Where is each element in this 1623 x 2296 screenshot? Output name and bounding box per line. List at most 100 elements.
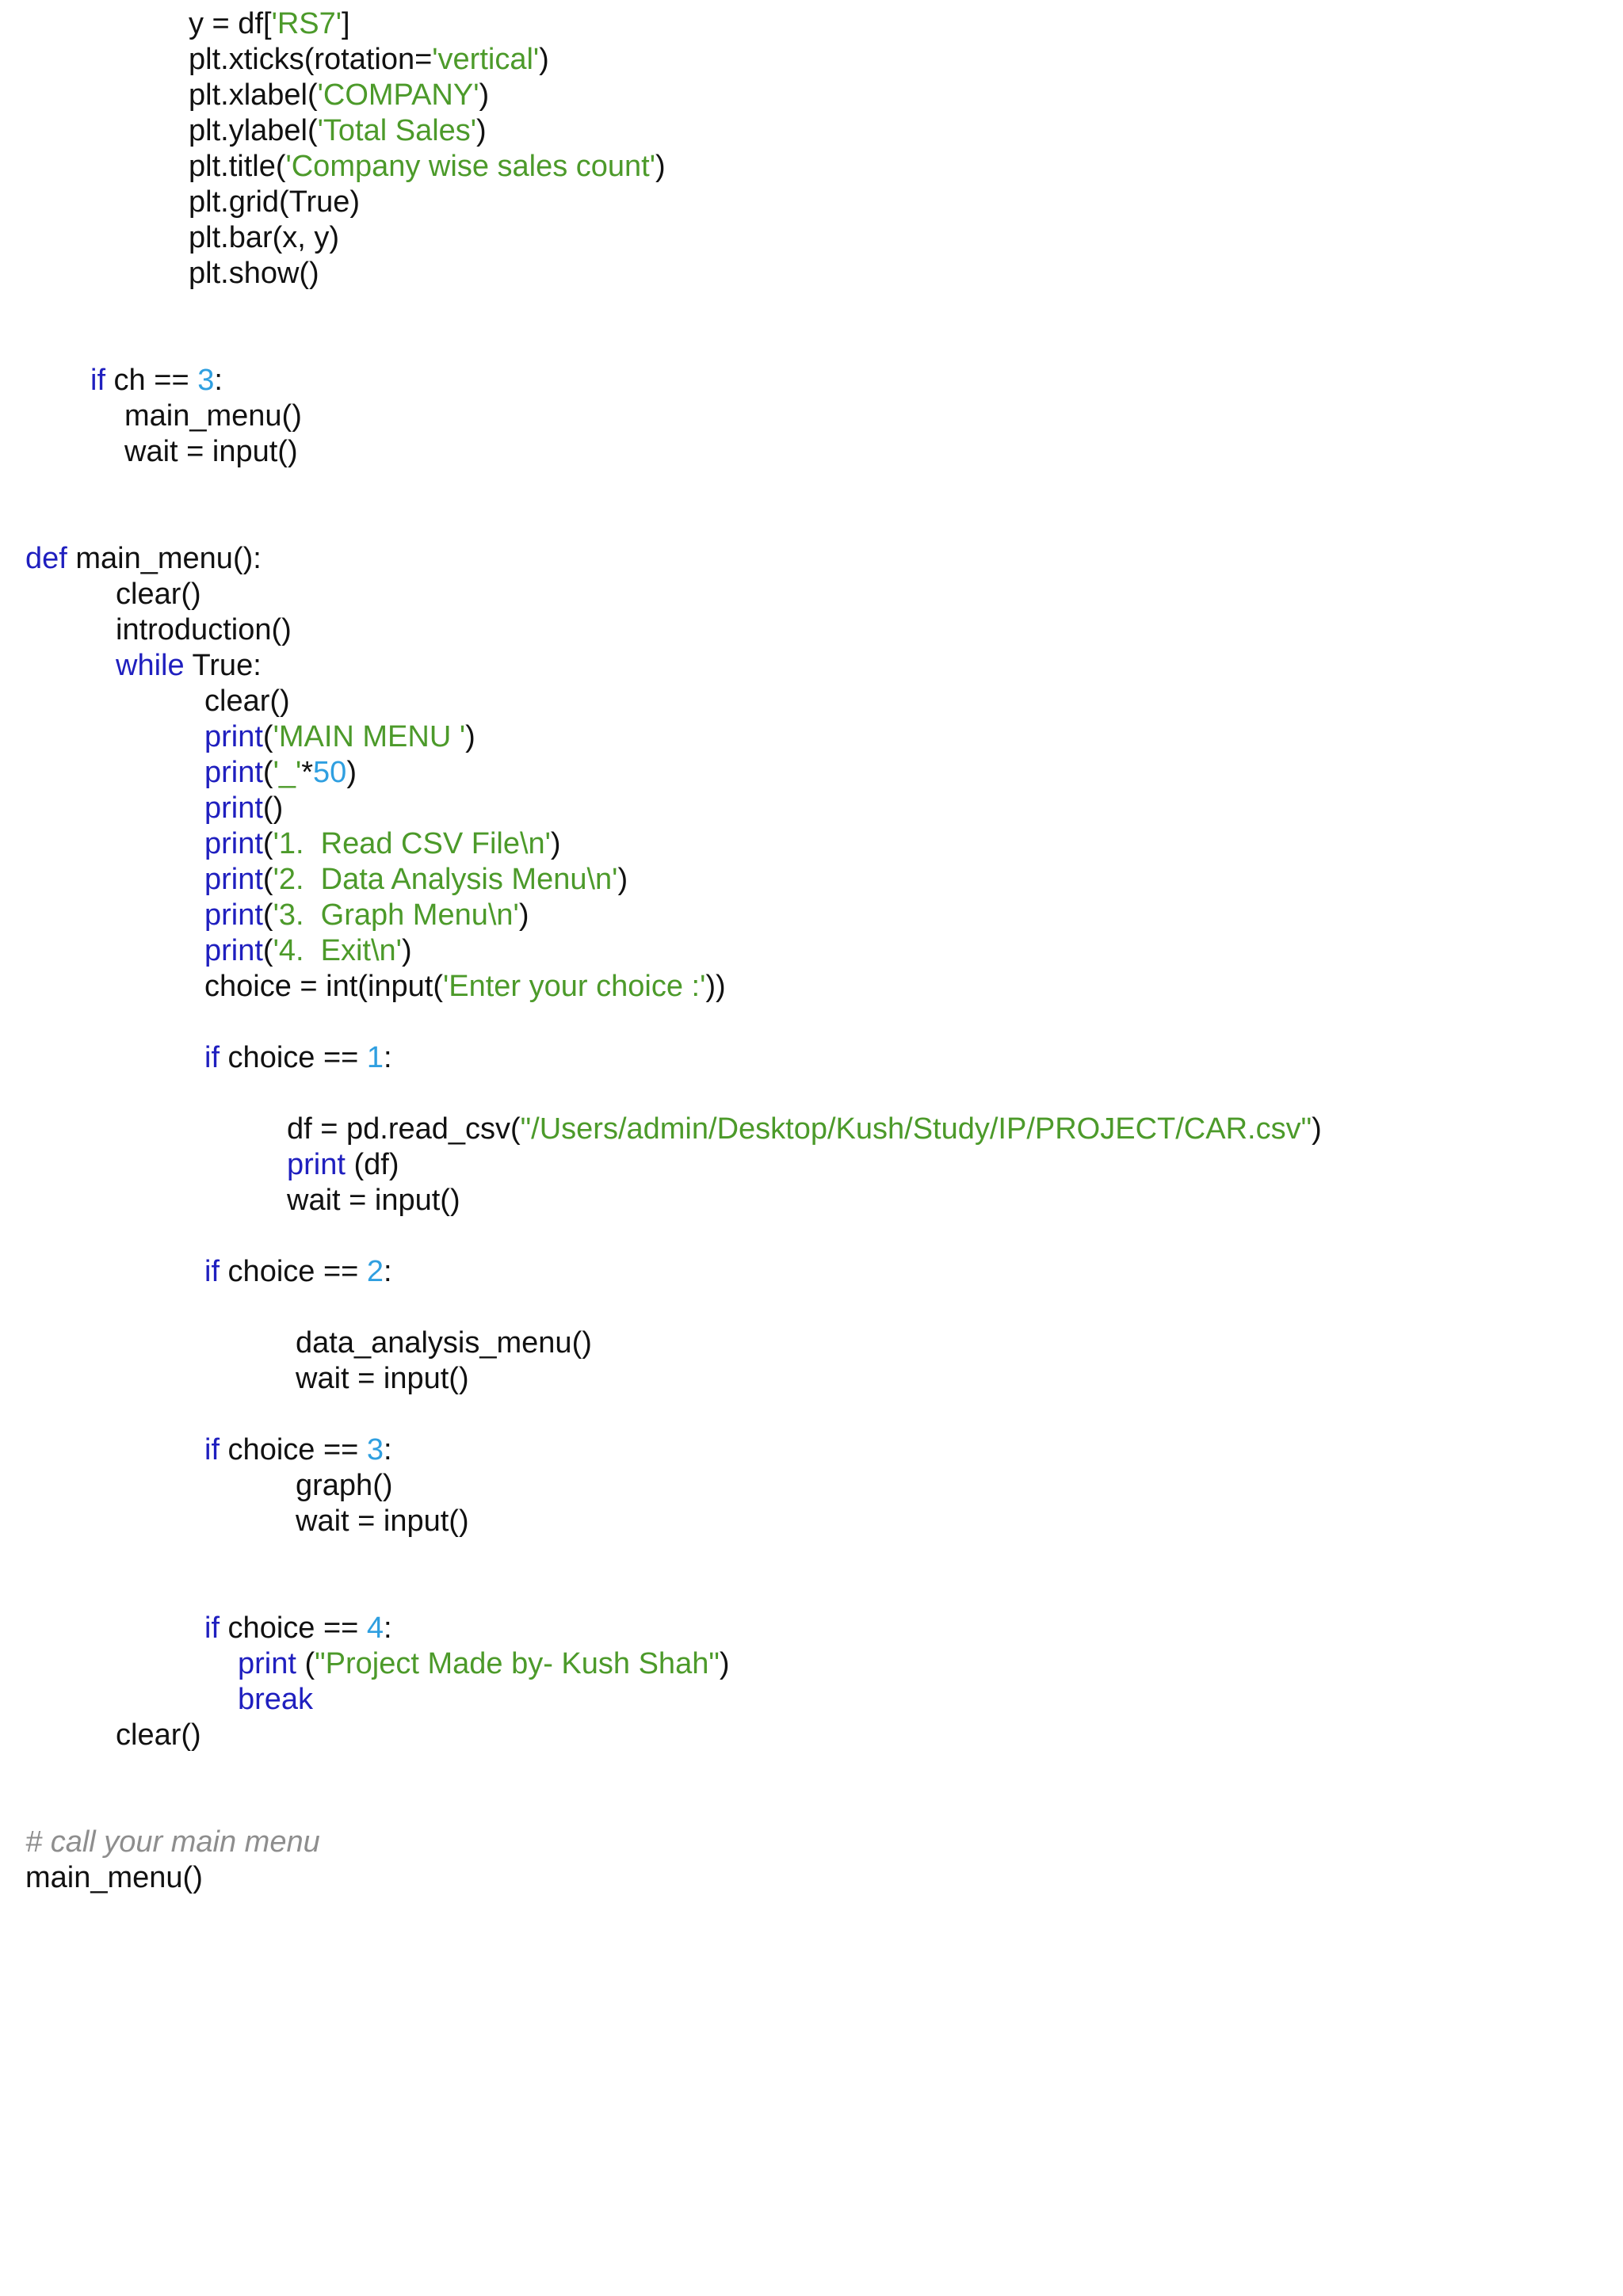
- blank-line: [0, 1219, 1623, 1254]
- code-line: y = df['RS7']: [0, 6, 1623, 42]
- code-token: print: [204, 934, 263, 967]
- code-token: "/Users/admin/Desktop/Kush/Study/IP/PROJ…: [520, 1112, 1312, 1146]
- code-token: ch ==: [105, 364, 198, 397]
- code-line: plt.xlabel('COMPANY'): [0, 78, 1623, 113]
- code-token: (df): [345, 1148, 399, 1181]
- code-token: (: [262, 756, 273, 789]
- code-token: wait = input(): [124, 435, 298, 468]
- code-line: plt.xticks(rotation='vertical'): [0, 42, 1623, 78]
- code-token: '4. Exit\n': [273, 934, 402, 967]
- code-token: )): [705, 970, 726, 1003]
- code-line: if choice == 4:: [0, 1611, 1623, 1646]
- code-token: :: [384, 1433, 392, 1466]
- code-token: def: [25, 542, 67, 575]
- code-token: 3: [366, 1433, 384, 1466]
- code-token: plt.show(): [189, 257, 319, 290]
- code-line: wait = input(): [0, 1361, 1623, 1397]
- code-token: "Project Made by- Kush Shah": [315, 1647, 720, 1680]
- code-token: (: [262, 898, 273, 932]
- code-line: if ch == 3:: [0, 363, 1623, 399]
- code-token: (: [262, 934, 273, 967]
- code-token: ): [518, 898, 529, 932]
- code-token: plt.grid(True): [189, 185, 361, 219]
- code-line: wait = input(): [0, 1504, 1623, 1539]
- code-line: print (df): [0, 1147, 1623, 1183]
- code-token: '_': [273, 756, 302, 789]
- code-token: :: [384, 1611, 392, 1645]
- code-token: ): [550, 827, 561, 860]
- code-token: wait = input(): [296, 1505, 469, 1538]
- code-token: ): [476, 114, 487, 147]
- code-token: 4: [366, 1611, 384, 1645]
- code-token: plt.xticks(rotation=: [189, 43, 433, 76]
- code-line: if choice == 2:: [0, 1254, 1623, 1290]
- code-token: wait = input(): [296, 1362, 469, 1395]
- code-token: 'Company wise sales count': [285, 150, 655, 183]
- code-token: 'COMPANY': [317, 78, 479, 112]
- code-token: 1: [366, 1041, 384, 1074]
- code-token: ): [655, 150, 666, 183]
- code-token: '2. Data Analysis Menu\n': [273, 863, 618, 896]
- code-token: main_menu(): [124, 399, 302, 433]
- blank-line: [0, 1789, 1623, 1825]
- code-line: if choice == 1:: [0, 1040, 1623, 1076]
- code-token: main_menu(): [25, 1861, 203, 1894]
- code-line: graph(): [0, 1468, 1623, 1504]
- code-line: print('MAIN MENU '): [0, 719, 1623, 755]
- code-token: while: [116, 649, 185, 682]
- code-token: ): [346, 756, 357, 789]
- code-token: 'MAIN MENU ': [273, 720, 466, 753]
- blank-line: [0, 1397, 1623, 1432]
- code-line: print('3. Graph Menu\n'): [0, 898, 1623, 933]
- code-line: wait = input(): [0, 1183, 1623, 1219]
- code-token: print: [287, 1148, 346, 1181]
- code-token: ): [401, 934, 412, 967]
- code-line: main_menu(): [0, 1860, 1623, 1896]
- code-line: main_menu(): [0, 399, 1623, 434]
- code-token: 'vertical': [432, 43, 540, 76]
- code-token: plt.bar(x, y): [189, 221, 340, 254]
- code-token: 3: [197, 364, 215, 397]
- code-token: main_menu():: [67, 542, 262, 575]
- code-line: clear(): [0, 577, 1623, 612]
- code-token: if: [204, 1041, 220, 1074]
- code-line: print('4. Exit\n'): [0, 933, 1623, 969]
- code-token: :: [214, 364, 223, 397]
- code-token: 2: [366, 1255, 384, 1288]
- code-token: print: [238, 1647, 296, 1680]
- blank-line: [0, 1076, 1623, 1112]
- code-line: plt.ylabel('Total Sales'): [0, 113, 1623, 149]
- code-token: plt.ylabel(: [189, 114, 318, 147]
- code-token: print: [204, 720, 263, 753]
- code-token: choice = int(input(: [204, 970, 443, 1003]
- code-token: clear(): [116, 1718, 201, 1752]
- code-token: introduction(): [116, 613, 292, 646]
- code-token: if: [204, 1255, 220, 1288]
- blank-line: [0, 1290, 1623, 1325]
- code-line: if choice == 3:: [0, 1432, 1623, 1468]
- code-token: data_analysis_menu(): [296, 1326, 592, 1360]
- code-listing: y = df['RS7']plt.xticks(rotation='vertic…: [0, 6, 1623, 1896]
- code-token: if: [90, 364, 105, 397]
- code-line: # call your main menu: [0, 1825, 1623, 1860]
- code-token: (: [296, 1647, 315, 1680]
- code-token: clear(): [204, 685, 290, 718]
- code-token: :: [384, 1255, 392, 1288]
- code-token: choice ==: [220, 1433, 367, 1466]
- code-token: 'RS7': [271, 7, 342, 40]
- code-token: # call your main menu: [25, 1825, 320, 1859]
- code-token: break: [238, 1683, 314, 1716]
- code-line: introduction(): [0, 612, 1623, 648]
- code-token: ): [1312, 1112, 1322, 1146]
- code-token: plt.xlabel(: [189, 78, 318, 112]
- code-token: ]: [342, 7, 350, 40]
- code-line: plt.title('Company wise sales count'): [0, 149, 1623, 185]
- code-token: ): [479, 78, 490, 112]
- code-token: df = pd.read_csv(: [287, 1112, 521, 1146]
- code-token: wait = input(): [287, 1184, 460, 1217]
- blank-line: [0, 1005, 1623, 1040]
- code-token: (): [262, 791, 284, 825]
- code-token: choice ==: [220, 1041, 367, 1074]
- code-line: df = pd.read_csv("/Users/admin/Desktop/K…: [0, 1112, 1623, 1147]
- code-line: print('_'*50): [0, 755, 1623, 791]
